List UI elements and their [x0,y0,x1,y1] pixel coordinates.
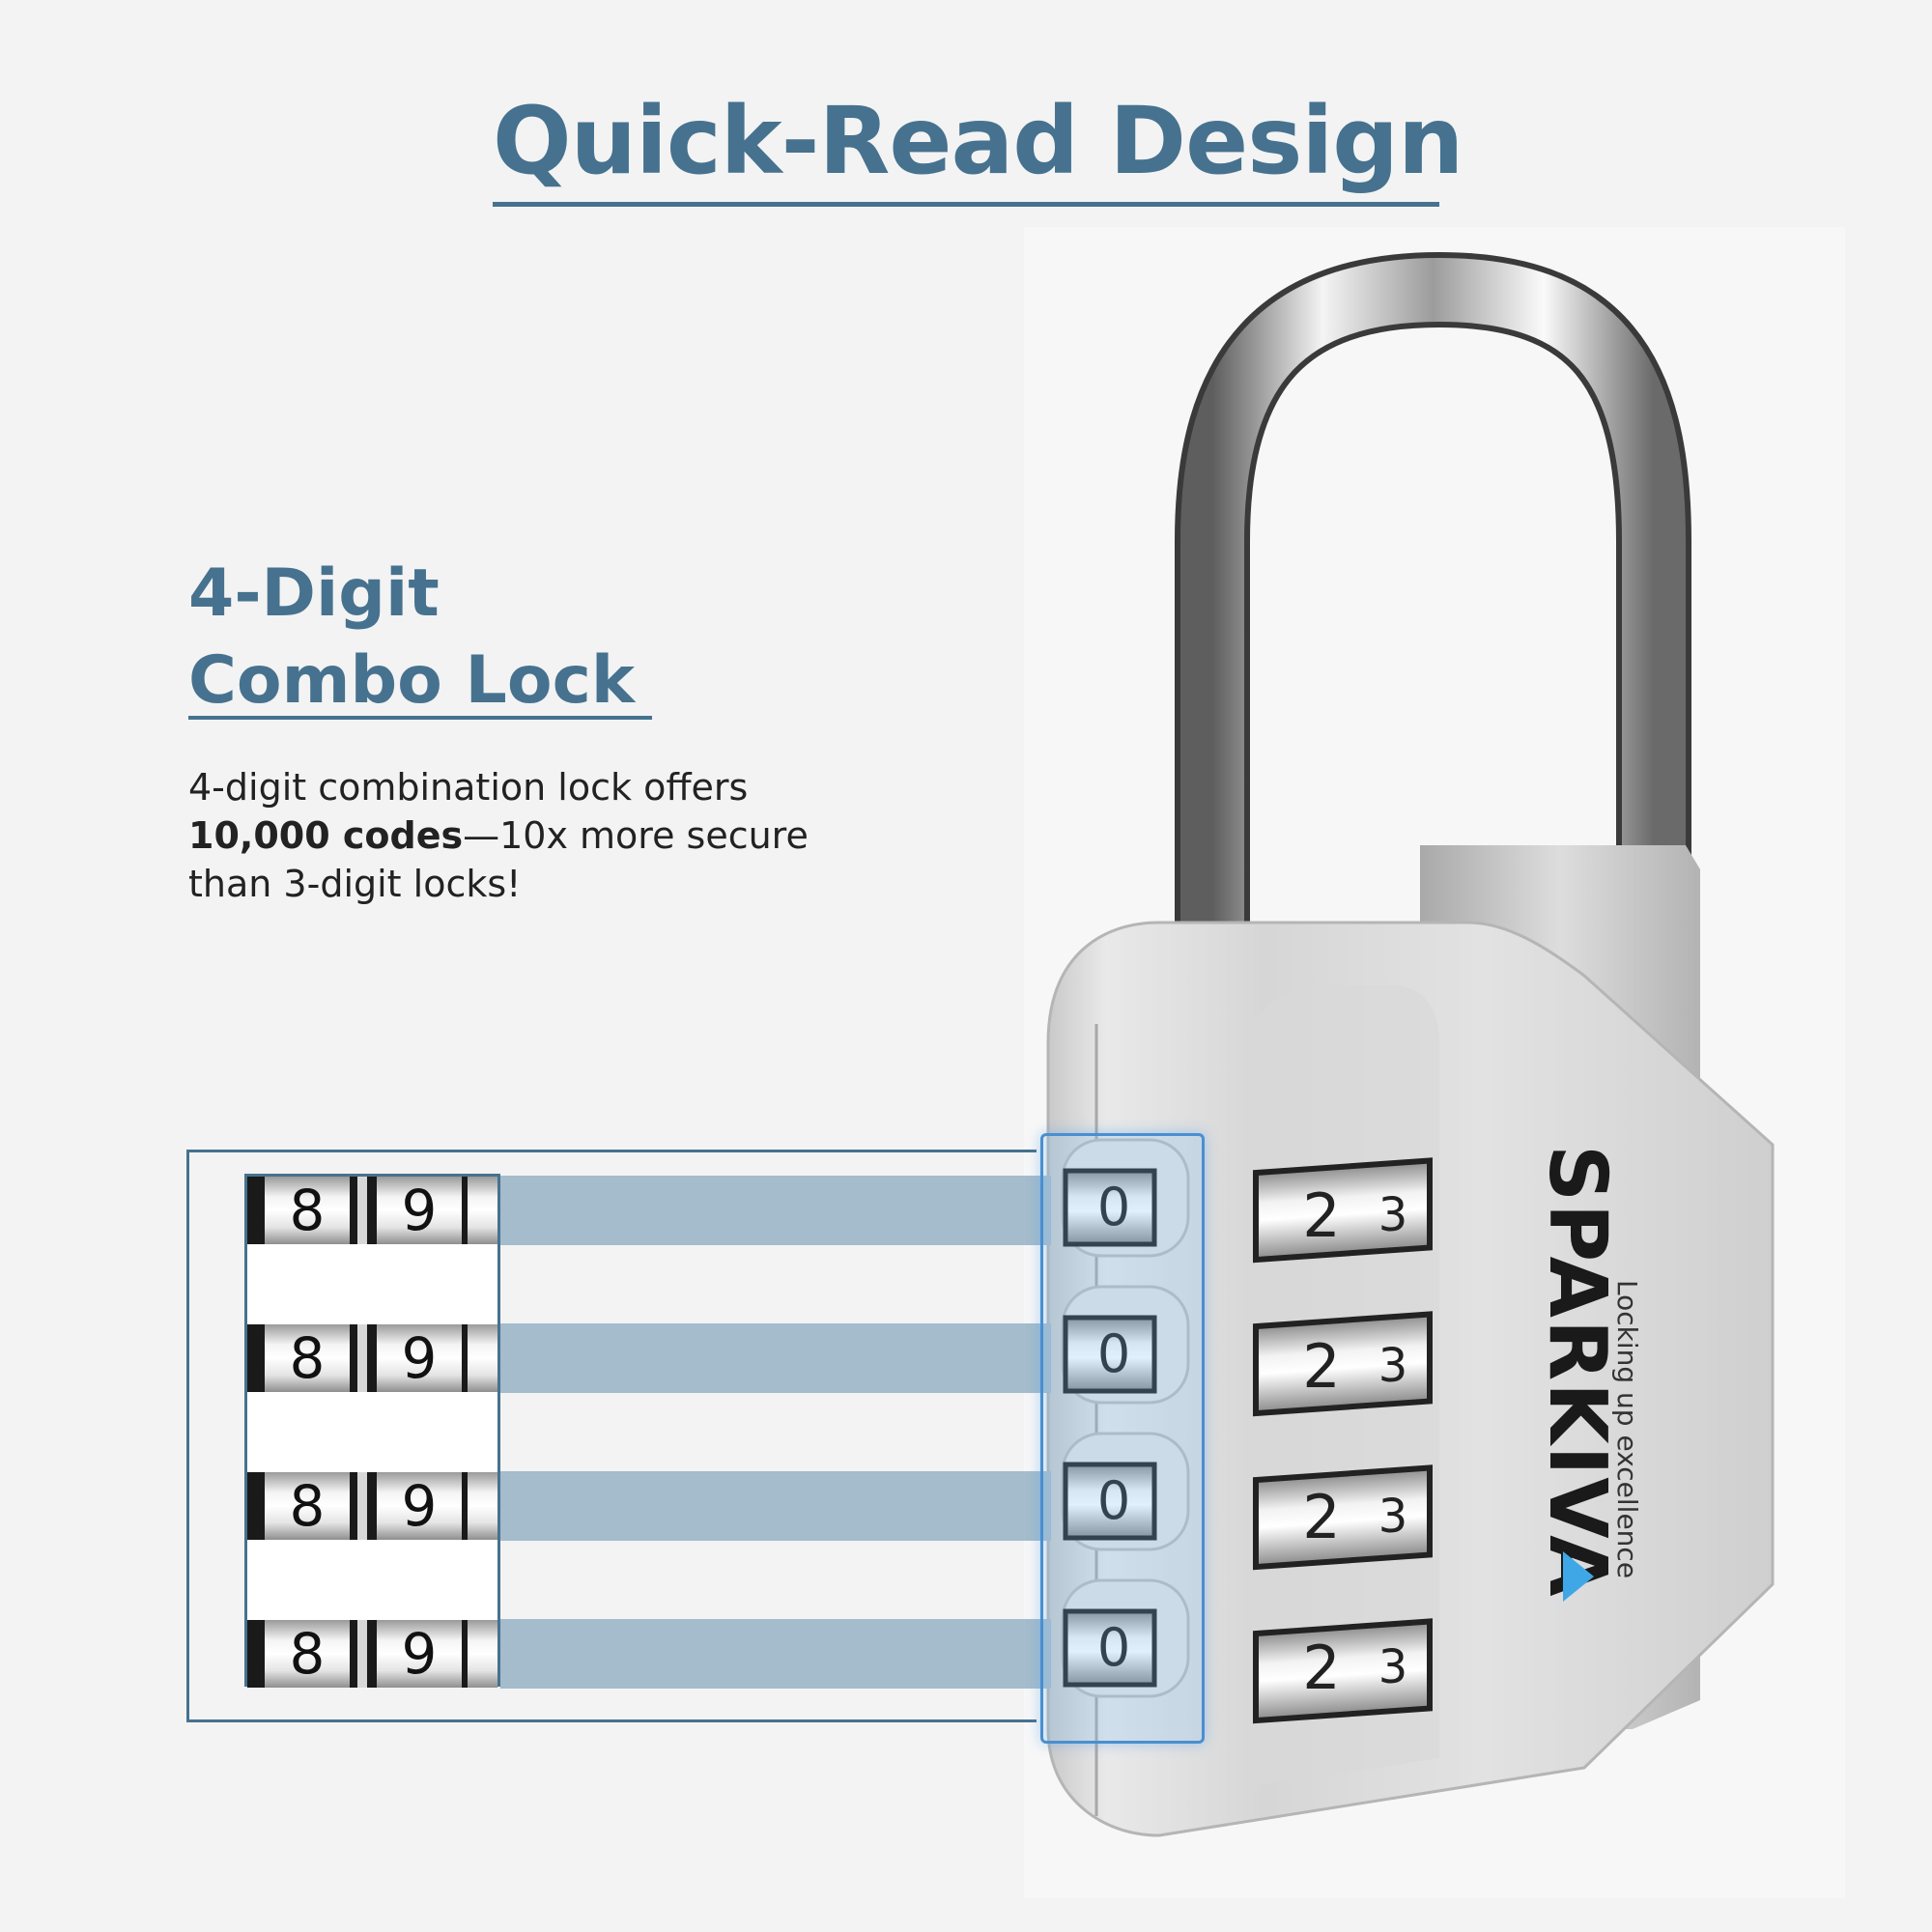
face-dial-3-digit-b: 2 [1302,1482,1340,1552]
callout-band-3 [500,1471,1051,1541]
desc-line1: 4-digit combination lock offers [188,766,749,809]
callout-digit: 8 [289,1325,326,1391]
desc-line2-rest: —10x more secure [463,814,809,857]
face-dial-4-digit-b: 2 [1302,1633,1340,1703]
desc-line2: 10,000 codes—10x more secure [188,811,809,860]
brand-accent-triangle [1563,1551,1594,1602]
face-dial-4-digit-c: 3 [1378,1640,1408,1694]
callout-band-2 [500,1323,1051,1393]
desc-bold-codes: 10,000 codes [188,814,464,857]
callout-digit: 9 [401,1473,438,1539]
callout-band-4 [500,1619,1051,1689]
callout-digit-window-2: 8 9 [247,1324,497,1392]
callout-digit: 9 [401,1621,438,1687]
face-dial-3-digit-c: 3 [1378,1490,1408,1544]
feature-heading-line1: 4-Digit [188,555,440,632]
title-underline [493,202,1439,207]
shackle [1180,257,1686,956]
brand-logo: SPARKIVA [1531,1145,1623,1599]
feature-description: 4-digit combination lock offers 10,000 c… [188,763,809,908]
face-dial-2-digit-b: 2 [1302,1331,1340,1402]
callout-digit: 8 [289,1178,326,1243]
callout-digit-window-4: 8 9 [247,1620,497,1688]
dial-highlight-box [1040,1133,1205,1744]
callout-digit-strip [244,1174,500,1687]
callout-digit: 9 [401,1178,438,1243]
left-dial-digit-4: 0 [1097,1617,1130,1678]
desc-line3: than 3-digit locks! [188,863,522,905]
face-dial-2-digit-c: 3 [1378,1339,1408,1393]
callout-frame [186,1150,1037,1722]
feature-heading-line2: Combo Lock [188,642,636,719]
left-dial-windows [1063,1168,1157,1688]
brand-tagline: Locking up excellence [1611,1280,1643,1578]
callout-digit-window-1: 8 9 [247,1177,497,1244]
callout-band-1 [500,1176,1051,1245]
feature-heading-underline [188,716,652,720]
feature-heading: 4-Digit Combo Lock [188,551,635,724]
face-dial-windows [1253,1157,1433,1724]
callout-digit-window-3: 8 9 [247,1472,497,1540]
face-dial-1-digit-c: 3 [1378,1188,1408,1242]
callout-digit: 8 [289,1473,326,1539]
left-dial-digit-2: 0 [1097,1323,1130,1384]
left-dial-digit-1: 0 [1097,1177,1130,1237]
page-title: Quick-Read Design [493,87,1463,195]
callout-digit: 9 [401,1325,438,1391]
left-dial-digit-3: 0 [1097,1470,1130,1531]
callout-digit: 8 [289,1621,326,1687]
face-dial-1-digit-b: 2 [1302,1180,1340,1251]
